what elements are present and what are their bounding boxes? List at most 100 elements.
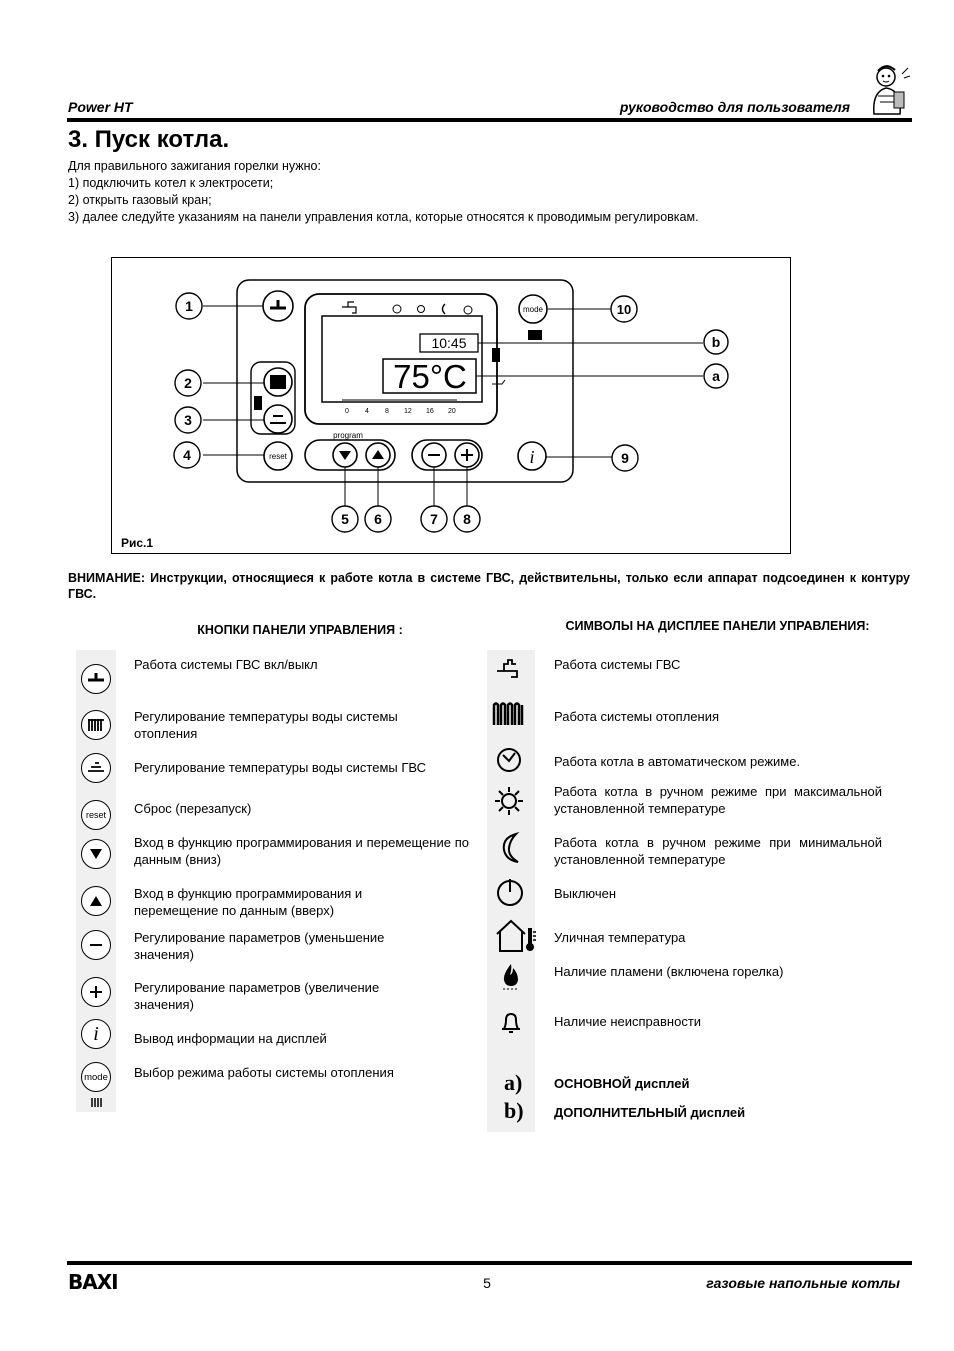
header-rule <box>67 118 912 122</box>
button-description: Вывод информации на дисплей <box>134 1031 327 1046</box>
panel-reset-label: reset <box>269 452 288 461</box>
callout-label: 4 <box>183 447 191 463</box>
control-panel-drawing: 10:45 75°C 0 4 8 12 16 20 reset program <box>173 279 729 533</box>
panel-info-button <box>517 441 547 471</box>
callout-label: 9 <box>621 450 629 466</box>
callout-label: b <box>712 334 721 350</box>
tap-icon <box>497 659 518 678</box>
house-thermometer-icon <box>496 919 536 952</box>
symbol-description: Работа котла в автоматическом режиме. <box>554 754 801 769</box>
button-description: Регулирование параметров (уменьшение зна… <box>134 930 385 962</box>
minus-button-icon <box>81 930 111 960</box>
button-description: Вход в функцию программирования и переме… <box>134 886 363 918</box>
callout-label: 7 <box>430 511 438 527</box>
button-description: Регулирование температуры воды системы Г… <box>134 760 427 775</box>
down-arrow-button-icon <box>81 839 111 869</box>
symbol-description: Выключен <box>554 886 617 901</box>
figure-caption: Рис.1 <box>121 536 154 550</box>
callout-label: 10 <box>617 302 631 317</box>
svg-text:i: i <box>529 447 534 467</box>
symbol-description: ДОПОЛНИТЕЛЬНЫЙ дисплей <box>554 1105 746 1120</box>
intro-line: 3) далее следуйте указаниям на панели уп… <box>68 210 699 224</box>
button-description: Регулирование параметров (увеличение зна… <box>134 980 380 1012</box>
moon-icon <box>502 832 520 863</box>
display-flame-symbol <box>492 348 500 362</box>
button-description: Вход в функцию программирования и переме… <box>134 835 469 867</box>
up-arrow-button-icon <box>81 886 111 916</box>
info-button-icon: i <box>81 1019 111 1049</box>
panel-mode-label: mode <box>523 305 544 314</box>
scale-tick: 16 <box>426 408 434 415</box>
sun-icon <box>495 787 523 815</box>
reset-button-icon: reset <box>81 800 111 830</box>
intro-line: 1) подключить котел к электросети; <box>68 176 274 190</box>
display-clock-symbol <box>392 304 402 314</box>
power-icon <box>497 879 523 906</box>
scale-tick: 0 <box>345 408 349 415</box>
display-moon-symbol <box>441 303 446 315</box>
display-key-symbol <box>492 379 506 385</box>
warning-note: ВНИМАНИЕ: Инструкции, относящиеся к рабо… <box>68 571 910 601</box>
radiator-small-icon <box>91 1098 102 1107</box>
radiator-icon <box>492 702 524 725</box>
symbol-description: Уличная температура <box>554 930 686 945</box>
display-time: 10:45 <box>431 335 466 351</box>
symbol-description: Работа котла в ручном режиме при минимал… <box>554 835 882 867</box>
callout-label: 5 <box>341 511 349 527</box>
callout-label: 6 <box>374 511 382 527</box>
buttons-heading: КНОПКИ ПАНЕЛИ УПРАВЛЕНИЯ : <box>197 623 403 637</box>
callout-label: 3 <box>184 412 192 428</box>
intro-text: Для правильного зажигания горелки нужно:… <box>68 158 699 226</box>
symbol-description: Работа системы ГВС <box>554 657 681 672</box>
page-title: 3. Пуск котла. <box>68 126 230 153</box>
panel-mode-button <box>518 294 548 324</box>
panel-reset-button <box>263 441 293 471</box>
clock-icon <box>497 748 521 772</box>
callout-label: 1 <box>185 298 193 314</box>
plus-button-icon <box>81 977 111 1007</box>
mode-radiator-mark <box>528 330 542 340</box>
button-description: Выбор режима работы системы отопления <box>134 1065 394 1080</box>
page-number: 5 <box>483 1275 491 1291</box>
symbol-description: ОСНОВНОЙ дисплей <box>554 1076 690 1091</box>
symbol-description: Работа системы отопления <box>554 709 720 724</box>
callout-label: a <box>712 368 720 384</box>
scale-tick: 12 <box>404 408 412 415</box>
callout-label: 2 <box>184 375 192 391</box>
aux-display-label: b) <box>504 1098 524 1123</box>
scale-tick: 8 <box>385 408 389 415</box>
display-tap-symbol <box>342 301 357 314</box>
header-doc-model: Power HT <box>68 99 133 115</box>
symbol-description: Работа котла в ручном режиме при максима… <box>554 784 882 816</box>
button-description: Сброс (перезапуск) <box>134 801 252 816</box>
radiator-button-icon <box>81 710 111 740</box>
scale-tick: 20 <box>448 408 456 415</box>
button-description: Регулирование температуры воды системы о… <box>134 709 398 741</box>
hot-water-button-icon <box>81 753 111 783</box>
tap-button-icon <box>81 664 111 694</box>
mode-button-icon: mode <box>81 1062 111 1092</box>
intro-line: 2) открыть газовый кран; <box>68 193 212 207</box>
panel-hotwater-button <box>263 404 293 434</box>
panel-radiator-button <box>263 367 293 397</box>
intro-line: Для правильного зажигания горелки нужно: <box>68 159 321 173</box>
header-doc-type: руководство для пользователя <box>619 99 850 115</box>
footer-rule <box>67 1261 912 1265</box>
button-description: Работа системы ГВС вкл/выкл <box>134 657 318 672</box>
flame-icon <box>503 964 519 990</box>
technician-mascot-icon <box>873 65 911 115</box>
callout-label: 8 <box>463 511 471 527</box>
figure-control-panel: 10:45 75°C 0 4 8 12 16 20 reset program <box>111 257 791 554</box>
footer-product-line: газовые напольные котлы <box>706 1275 900 1291</box>
brand-logo: BAXI <box>68 1270 119 1294</box>
display-temperature: 75°C <box>393 358 467 395</box>
panel-program-label: program <box>333 431 363 440</box>
bell-icon <box>502 1012 520 1033</box>
symbol-description: Наличие неисправности <box>554 1014 702 1029</box>
main-display-label: a) <box>504 1070 523 1095</box>
display-sun-symbol <box>417 305 425 313</box>
symbols-heading: СИМВОЛЫ НА ДИСПЛЕЕ ПАНЕЛИ УПРАВЛЕНИЯ: <box>565 619 870 633</box>
symbol-description: Наличие пламени (включена горелка) <box>554 964 784 979</box>
display-power-symbol <box>463 305 473 315</box>
scale-tick: 4 <box>365 408 369 415</box>
